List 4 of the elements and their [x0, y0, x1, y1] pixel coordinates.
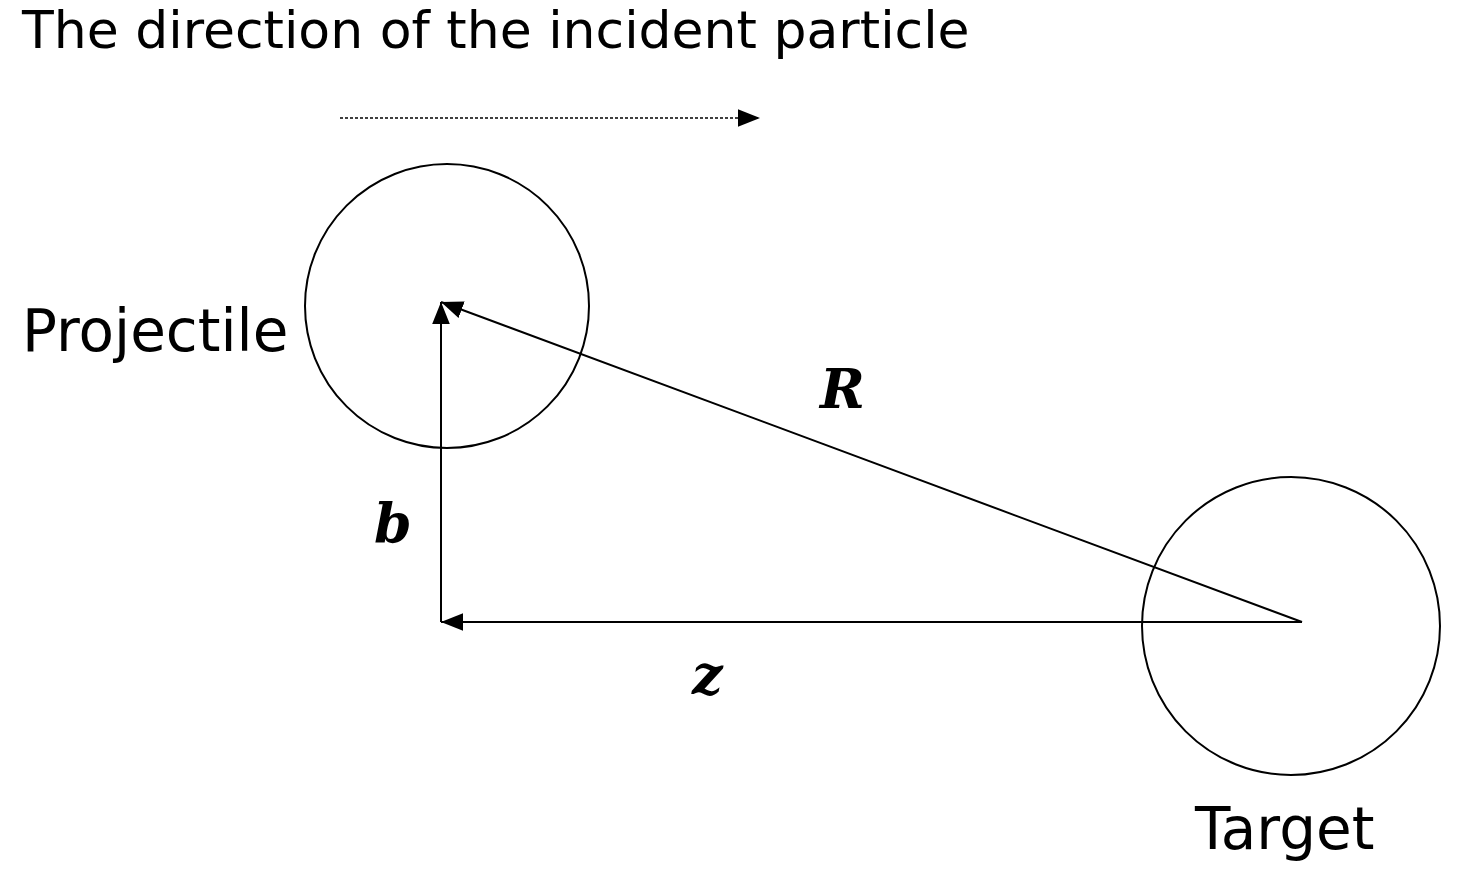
- title: The direction of the incident particle: [22, 2, 970, 60]
- vector-arrow: [432, 301, 450, 623]
- vector-arrow: [440, 301, 1303, 623]
- vector-arrow: [440, 613, 1303, 631]
